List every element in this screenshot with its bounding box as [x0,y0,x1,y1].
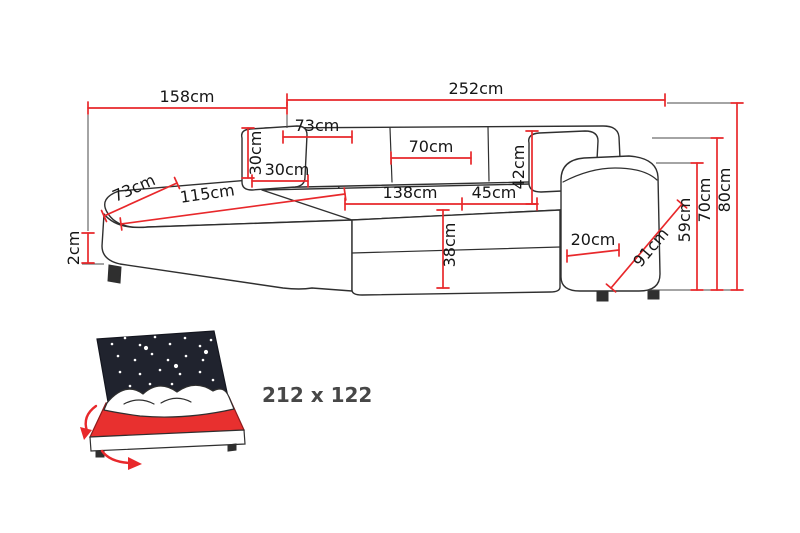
dim-label-back-cushion-left: 73cm [295,116,340,135]
bed-duvet [103,384,235,418]
sofa-foot-middle [596,291,609,302]
sofa-foot-right [647,289,660,300]
dim-label-total-width: 252cm [449,79,504,98]
dim-label-back-cushion-mid: 70cm [409,137,454,156]
dim-label-pillow-height: 30cm [246,131,265,176]
dim-label-total-height: 80cm [715,168,734,213]
dim-label-backrest-height: 70cm [695,178,714,223]
dimension-seat-height: 38cm [436,209,459,289]
dimension-corner-seat: 45cm [461,183,538,211]
dimension-back-cushion-left: 73cm [282,116,353,144]
left-back-pillow [240,125,308,191]
dimension-total-height: 80cm [715,102,744,291]
right-armrest [560,155,661,292]
dim-label-seat-width: 138cm [383,183,438,202]
seat-front-seam [351,246,561,254]
dimension-leg-height: 2cm [64,231,95,266]
corner-sofa-drawing [101,125,661,302]
stars [110,335,215,390]
duvet-fold-line-right [160,397,192,404]
dim-label-armrest-height: 59cm [675,198,694,243]
fold-out-bed-icon [80,330,246,470]
fold-arrow-bottom [100,449,132,465]
dim-label-backrest-cushion-height: 42cm [509,145,528,190]
dim-label-seat-height: 38cm [440,223,459,268]
dimension-pillow-width: 30cm [251,160,310,188]
dim-label-chaise-section-width: 158cm [160,87,215,106]
bed-base [89,429,246,452]
seat-front-face [351,209,561,296]
dimension-seat-width: 138cm [344,183,463,211]
sleeping-area-size-label: 212 x 122 [262,383,372,407]
duvet-fold-line-left [123,399,155,405]
fold-arrow-left-head [80,427,92,440]
backrest-seam-right [487,126,490,182]
dim-label-corner-seat: 45cm [472,183,517,202]
dimension-chaise-section-width: 158cm [87,87,288,115]
dim-label-leg-height: 2cm [64,231,83,266]
dimension-backrest-height: 70cm [695,137,724,291]
dimension-total-width: 252cm [286,79,666,107]
bed-foot-right [227,443,237,452]
dim-label-pillow-width: 30cm [265,160,310,179]
armrest-top-roll [562,167,658,183]
sofa-foot-left [107,264,122,284]
dimension-pillow-height: 30cm [241,127,265,179]
dimension-armrest-width: 20cm [566,230,620,263]
chaise-front-face [101,213,353,292]
dimension-armrest-height: 59cm [675,162,704,291]
dim-label-armrest-width: 20cm [571,230,616,249]
fold-arrow-bottom-head [128,457,142,470]
fold-arrow-left [84,404,98,433]
dimension-back-cushion-mid: 70cm [390,137,472,165]
